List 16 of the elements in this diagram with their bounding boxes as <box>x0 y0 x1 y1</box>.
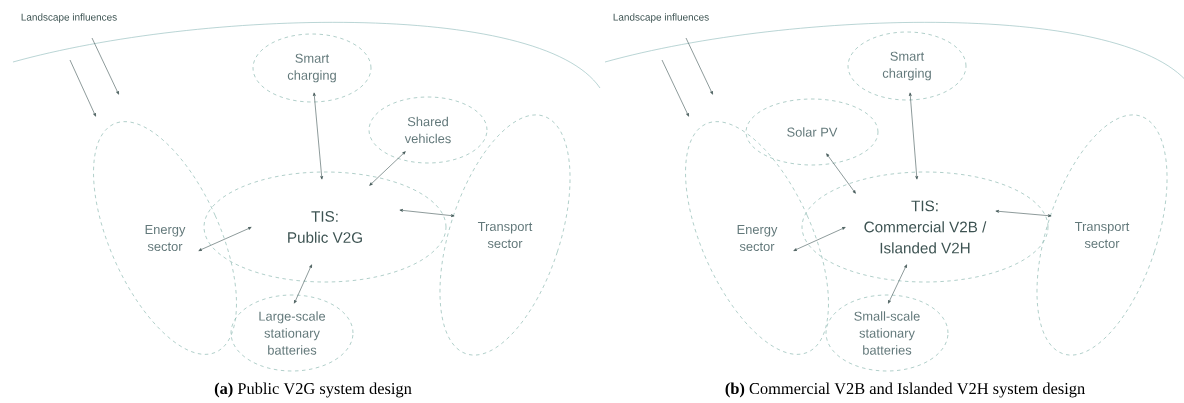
arrow <box>661 59 689 117</box>
arrow <box>685 37 713 95</box>
arrow <box>69 59 96 117</box>
double-arrow <box>294 264 312 304</box>
double-arrow <box>995 209 1052 218</box>
double-arrow <box>826 153 856 194</box>
caption: (b) Commercial V2B and Islanded V2H system design <box>725 382 1085 398</box>
double-arrow <box>908 92 919 180</box>
caption: (a) Public V2G system design <box>214 382 412 398</box>
double-arrow <box>198 227 252 251</box>
double-arrow <box>888 264 907 304</box>
double-arrow <box>312 92 324 180</box>
double-arrow <box>399 209 455 217</box>
arrow <box>91 37 119 95</box>
double-arrow <box>793 227 846 251</box>
double-arrow <box>369 151 406 186</box>
